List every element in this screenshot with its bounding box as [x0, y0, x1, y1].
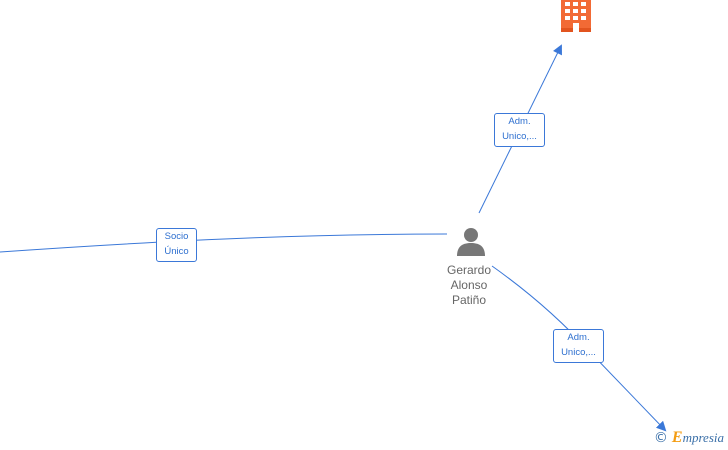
edge-label-line: Socio — [164, 231, 189, 242]
copyright-icon: © — [653, 430, 668, 446]
person-name-line: Patiño — [451, 293, 487, 307]
edge-label-adm-bottom[interactable]: Adm. Unico,... — [553, 329, 604, 363]
brand-name: mpresia — [682, 430, 724, 445]
edge-label-line: Unico,... — [561, 347, 596, 358]
edge-label-line: Adm. — [567, 332, 590, 343]
brand-logo: © E mpresia — [654, 429, 724, 447]
edge-socio-unico — [0, 233, 448, 253]
person-name[interactable]: Gerardo Alonso Patiño — [429, 263, 509, 308]
brand-first-letter: E — [671, 429, 683, 446]
edge-label-line: Unico,... — [502, 131, 537, 142]
edge-label-adm-top[interactable]: Adm. Unico,... — [494, 113, 545, 147]
person-name-line: Alonso — [450, 278, 488, 292]
person-icon[interactable] — [457, 228, 485, 256]
person-name-line: Gerardo — [446, 263, 492, 277]
edge-label-line: Adm. — [508, 116, 531, 127]
building-icon[interactable] — [561, 0, 591, 32]
edge-label-line: Único — [164, 246, 189, 257]
edge-label-socio-unico[interactable]: Socio Único — [156, 228, 197, 262]
